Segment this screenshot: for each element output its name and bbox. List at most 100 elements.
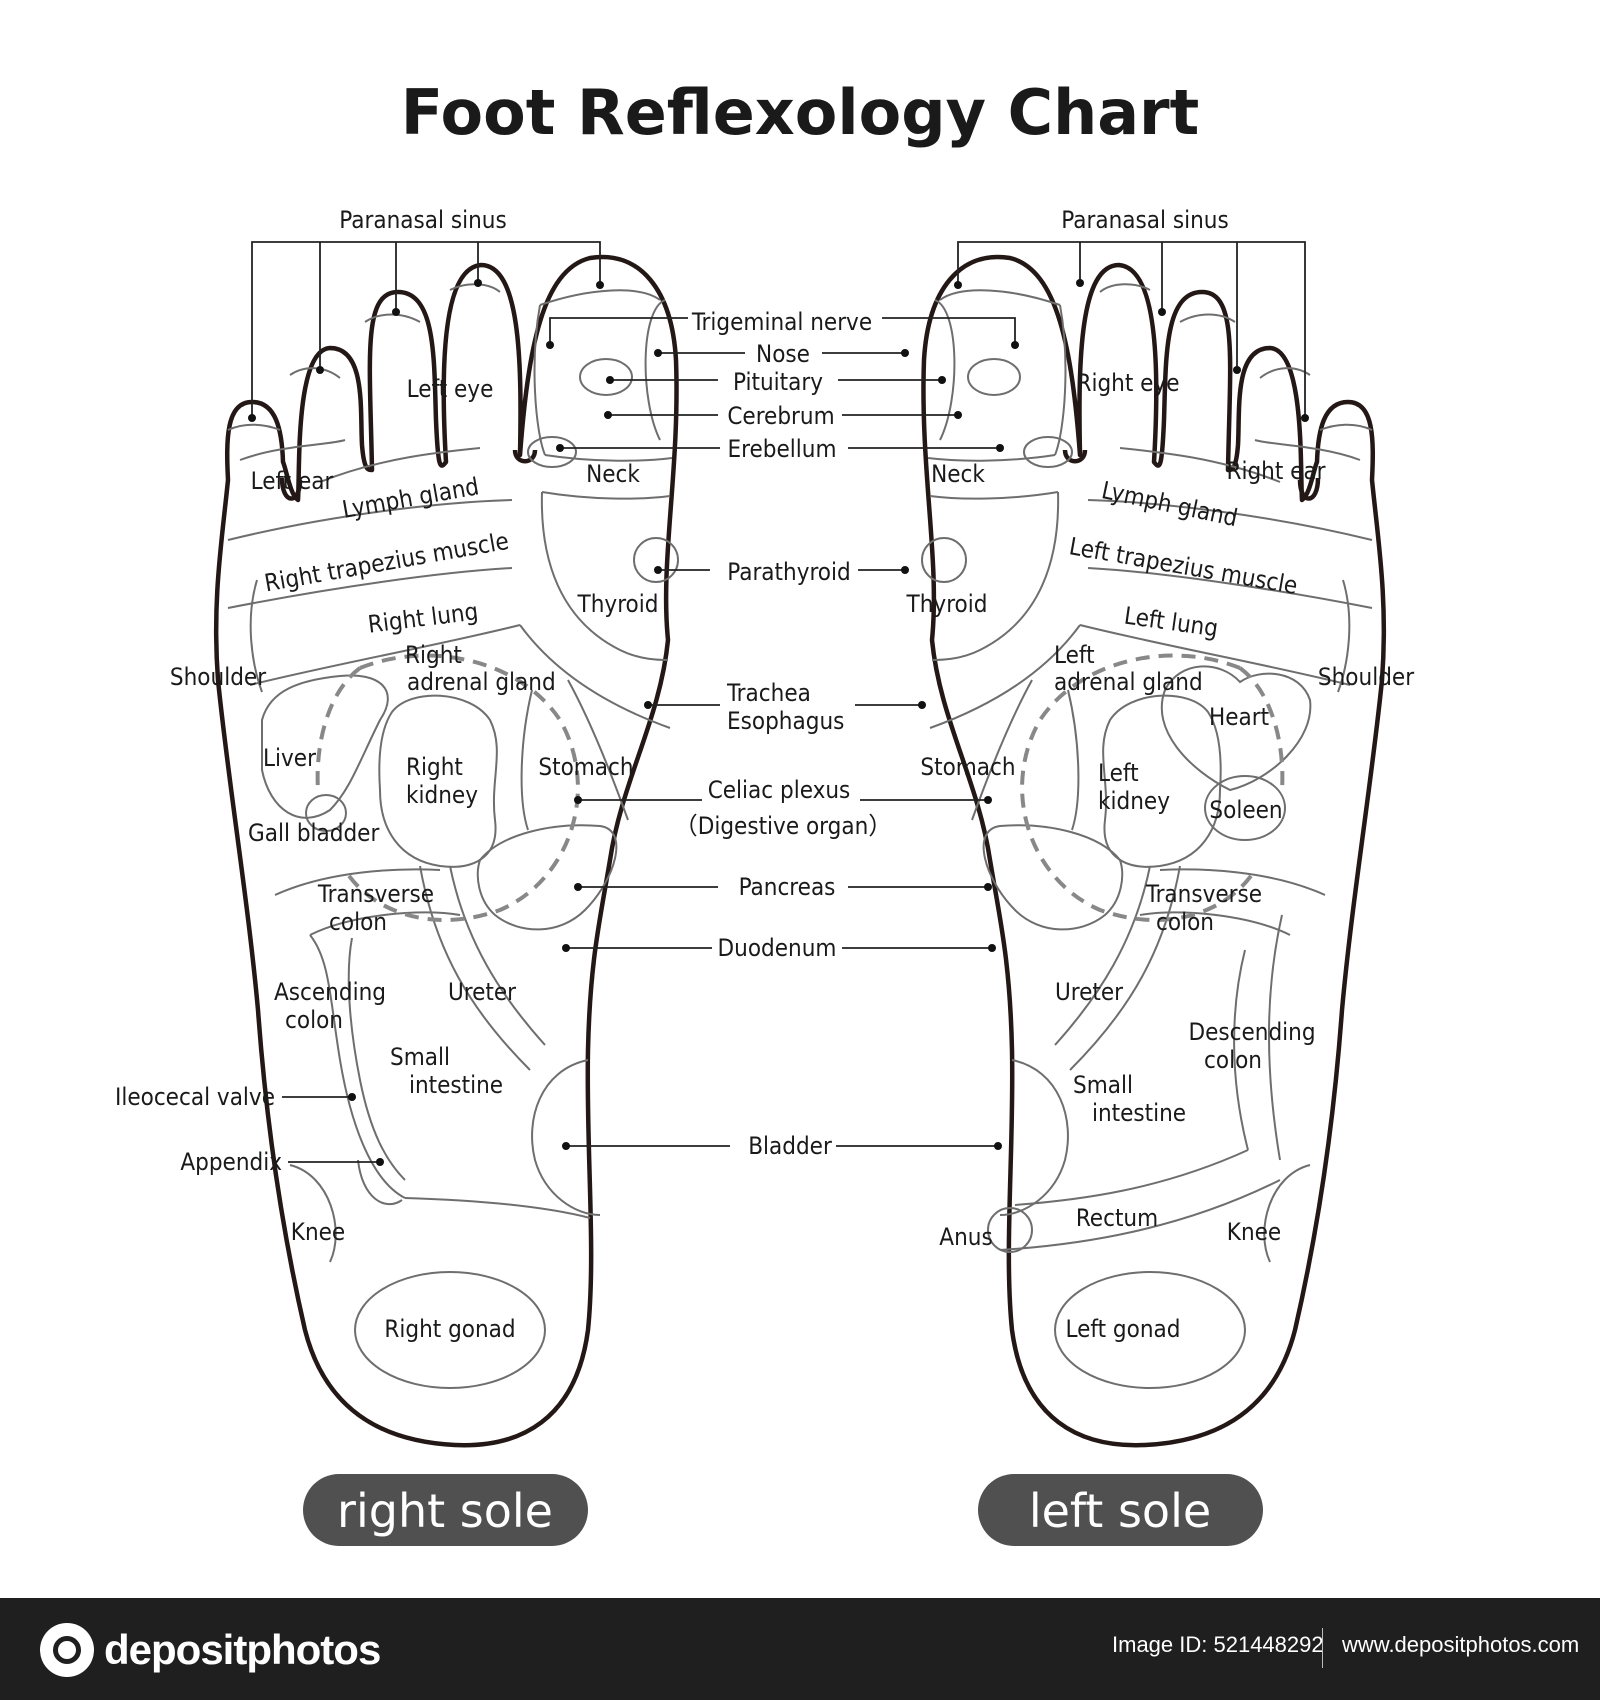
label-left-kidney-1: Left xyxy=(1098,759,1139,787)
left-sole-label: left sole xyxy=(1029,1484,1211,1538)
label-lymph-gland-left: Lymph gland xyxy=(1099,476,1240,532)
right-neck-top xyxy=(544,454,673,462)
right-appendix-tip xyxy=(357,1159,403,1206)
label-appendix: Appendix xyxy=(180,1148,282,1176)
label-right-gonad: Right gonad xyxy=(384,1315,515,1343)
label-neck-left: Neck xyxy=(931,460,985,488)
left-big-toe-inner xyxy=(934,299,956,441)
left-knee-zone xyxy=(1263,1164,1311,1263)
label-colon-ascending: colon xyxy=(285,1006,343,1034)
label-cerebrum: Cerebrum xyxy=(727,402,834,430)
left-toe-tip-3 xyxy=(1259,367,1311,379)
right-cerebellum-zone xyxy=(527,436,577,468)
right-toe-gap-1 xyxy=(279,477,303,501)
label-duodenum: Duodenum xyxy=(718,934,837,962)
left-descending-colon-outer xyxy=(1268,914,1283,1161)
leader-dot xyxy=(562,944,570,952)
left-transverse-colon-bottom xyxy=(1139,911,1291,936)
left-neck-top xyxy=(927,454,1056,462)
right-knee-zone xyxy=(289,1164,337,1263)
image-id: Image ID: 521448292 xyxy=(1112,1632,1324,1657)
right-toe-tip-3 xyxy=(289,367,341,379)
right-trachea-line xyxy=(519,624,671,729)
left-sole-badge: left sole xyxy=(978,1474,1263,1546)
reflexology-diagram: Foot Reflexology Chart xyxy=(115,76,1414,1546)
left-lymph-line-top xyxy=(1119,447,1281,483)
label-right-adrenal-gland: adrenal gland xyxy=(407,668,556,696)
right-ureter-1 xyxy=(419,865,531,1071)
left-sole-zones xyxy=(921,283,1373,1389)
label-right-ear: Right ear xyxy=(1226,457,1325,485)
label-right-adrenal: Right xyxy=(405,641,462,669)
right-ureter-2 xyxy=(449,865,546,1046)
leader-dot xyxy=(348,1093,356,1101)
label-neck-right: Neck xyxy=(586,460,640,488)
leader-dot xyxy=(901,566,909,574)
label-esophagus: Esophagus xyxy=(727,707,844,735)
left-bladder-zone xyxy=(999,1059,1069,1216)
label-parathyroid: Parathyroid xyxy=(727,558,850,586)
label-right-lung: Right lung xyxy=(366,597,479,638)
left-toe-gap-4 xyxy=(1062,449,1088,464)
right-bladder-zone xyxy=(531,1059,601,1216)
leader-dot xyxy=(994,1142,1002,1150)
left-spleen-zone xyxy=(1204,775,1286,841)
label-bladder: Bladder xyxy=(748,1132,832,1160)
leader-dot xyxy=(546,341,554,349)
right-foot-outline xyxy=(213,254,679,1448)
left-ureter-1 xyxy=(1069,865,1181,1071)
label-anus: Anus xyxy=(939,1223,992,1251)
label-paranasal-sinus-right: Paranasal sinus xyxy=(339,206,506,234)
left-ureter-2 xyxy=(1054,865,1151,1046)
camera-icon xyxy=(40,1623,94,1677)
right-sole-diagram xyxy=(213,254,679,1448)
right-big-toe-band xyxy=(539,289,661,306)
sinus-dot xyxy=(1158,308,1166,316)
sinus-dot xyxy=(596,281,604,289)
label-colon-transverse-right: colon xyxy=(329,908,387,936)
left-toe-tip-1 xyxy=(1099,283,1151,293)
left-trachea-line xyxy=(929,624,1081,729)
left-stomach-right xyxy=(971,679,1033,821)
left-shoulder-line xyxy=(1337,579,1351,693)
label-knee-right: Knee xyxy=(291,1218,345,1246)
label-ileocecal-valve: Ileocecal valve xyxy=(115,1083,275,1111)
right-transverse-colon-bottom xyxy=(309,911,461,936)
right-stomach-left xyxy=(520,689,533,831)
right-big-toe-inner xyxy=(644,299,666,441)
left-toe-base-line xyxy=(1254,439,1361,461)
label-trachea: Trachea xyxy=(726,679,811,707)
label-ureter-right: Ureter xyxy=(448,978,516,1006)
left-descending-colon-inner xyxy=(1233,949,1249,1151)
right-lymph-bottom xyxy=(227,499,513,541)
sinus-dot xyxy=(1233,366,1241,374)
label-descending: Descending xyxy=(1188,1018,1315,1046)
left-sole-pill xyxy=(978,1474,1263,1546)
label-left-adrenal-gland: adrenal gland xyxy=(1054,668,1203,696)
right-shoulder-line xyxy=(249,579,263,693)
label-celiac-plexus: Celiac plexus xyxy=(708,776,851,804)
leader-dot xyxy=(654,566,662,574)
center-leader-lines xyxy=(282,317,1019,1166)
leader-dot xyxy=(938,376,946,384)
right-dashed-region-2 xyxy=(315,666,362,791)
left-heart-zone xyxy=(1160,665,1312,792)
leader-dot xyxy=(984,796,992,804)
label-erebellum: Erebellum xyxy=(728,435,837,463)
right-toe-base-line xyxy=(239,439,346,461)
label-stomach-right: Stomach xyxy=(538,753,633,781)
leader-dot xyxy=(562,1142,570,1150)
label-intestine-right: intestine xyxy=(409,1071,503,1099)
website-link[interactable]: www.depositphotos.com xyxy=(1342,1632,1580,1657)
right-sinus-bracket xyxy=(251,241,601,418)
sinus-brackets xyxy=(248,241,1309,422)
label-left-ear: Left ear xyxy=(251,467,334,495)
right-heel-line xyxy=(404,1197,591,1219)
footer-bar: depositphotos Image ID: 521448292 www.de… xyxy=(0,1598,1600,1700)
left-sole-diagram xyxy=(921,254,1387,1448)
label-left-kidney-2: kidney xyxy=(1098,787,1170,815)
brand-logo[interactable]: depositphotos xyxy=(40,1622,381,1678)
label-right-kidney-2: kidney xyxy=(406,781,478,809)
left-pituitary-zone xyxy=(967,358,1021,396)
left-lymph-bottom xyxy=(1087,499,1373,541)
